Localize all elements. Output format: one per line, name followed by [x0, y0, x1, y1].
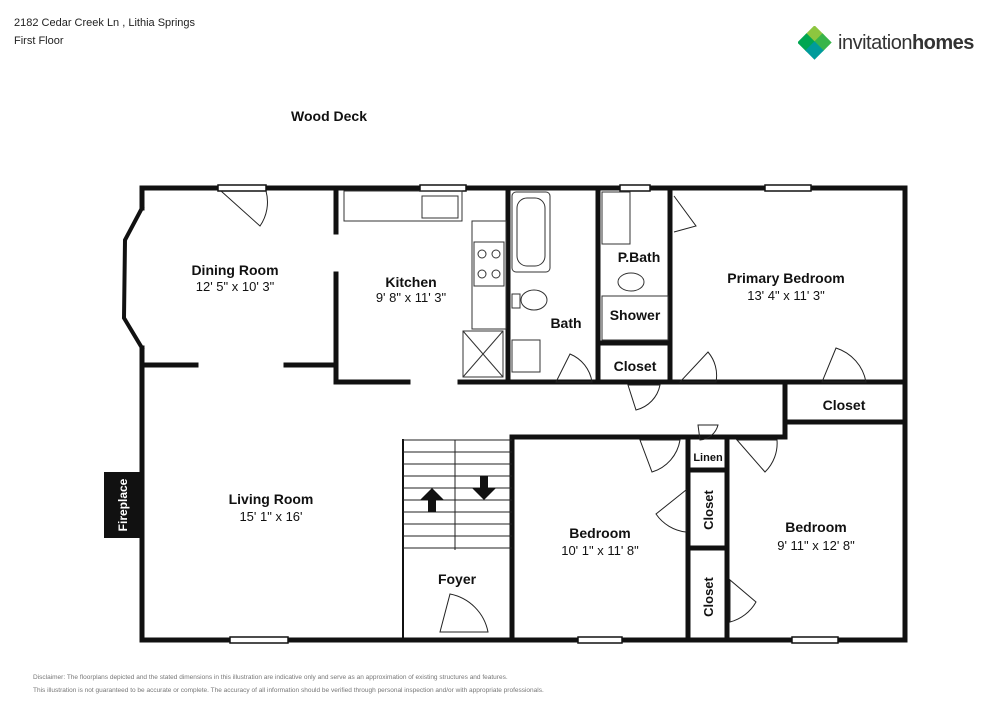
disclaimer-line-2: This illustration is not guaranteed to b… [33, 687, 544, 694]
door-closet-pbath [678, 351, 718, 383]
door-dining [220, 190, 268, 227]
kitchen-sink [421, 195, 459, 219]
stair-arrows [420, 476, 496, 512]
bedroom2-dims: 9' 11" x 12' 8" [777, 538, 855, 553]
bedroom2-name: Bedroom [785, 519, 846, 535]
door-closet-v2 [729, 578, 757, 623]
pbath-name: P.Bath [618, 249, 661, 265]
door-foyer [439, 593, 489, 633]
logo-mark-icon [798, 26, 832, 60]
window-kitchen [419, 184, 467, 192]
closet-primary-name: Closet [823, 397, 866, 413]
exterior-wall-top-right [139, 185, 908, 643]
brand-name-part1: invitation [838, 31, 912, 54]
disclaimer-line-1: Disclaimer: The floorplans depicted and … [33, 674, 508, 681]
staircase [403, 439, 512, 550]
brand-name-part2: homes [911, 31, 974, 54]
stair-down-arrow-icon [472, 476, 496, 500]
door-bedroom2 [735, 439, 778, 473]
window-primary [764, 184, 812, 192]
foyer-name: Foyer [438, 571, 477, 587]
primary-name: Primary Bedroom [727, 270, 844, 286]
shower-name: Shower [610, 307, 661, 323]
exterior-wall-left [139, 185, 406, 643]
door-pbath [673, 195, 697, 233]
sink-bath [511, 339, 541, 373]
fireplace-label: Fireplace [116, 478, 130, 531]
kitchen-counter [343, 190, 463, 222]
window-bedroom2 [791, 636, 839, 644]
bath-name: Bath [550, 315, 581, 331]
kitchen-dims: 9' 8" x 11' 3" [376, 290, 447, 305]
stove [473, 241, 505, 287]
living-dims: 15' 1" x 16' [239, 509, 302, 524]
dining-name: Dining Room [191, 262, 278, 278]
window-dining [217, 184, 267, 192]
dining-dims: 12' 5" x 10' 3" [196, 279, 275, 294]
linen-name: Linen [693, 452, 723, 464]
shower-stall [601, 295, 669, 341]
brand-logo: invitationhomes [798, 26, 974, 60]
window-pbath [619, 184, 651, 192]
door-bedroom1 [639, 439, 681, 473]
pantry [462, 330, 504, 378]
bedroom1-dims: 10' 1" x 11' 8" [561, 543, 639, 558]
door-linen [697, 424, 719, 441]
stair-up-arrow-icon [420, 488, 444, 512]
door-primary [821, 347, 867, 383]
door-hall [627, 384, 661, 411]
bedroom1-name: Bedroom [569, 525, 630, 541]
bay-window-wall [121, 205, 145, 351]
address-text: 2182 Cedar Creek Ln , Lithia Springs [14, 17, 195, 29]
door-closet-v1 [655, 488, 687, 533]
fireplace-block [104, 472, 142, 538]
closet-v1-name: Closet [701, 489, 716, 529]
toilet-bath [520, 289, 548, 311]
window-bedroom1 [577, 636, 623, 644]
primary-dims: 13' 4" x 11' 3" [747, 288, 825, 303]
closet-dividers [685, 467, 730, 551]
kitchen-wall-left [333, 185, 411, 385]
hallway-wall-bottom [509, 419, 788, 440]
door-bath [555, 353, 593, 383]
bathtub [511, 191, 551, 273]
window-living [229, 636, 289, 644]
toilet-pbath [617, 272, 645, 292]
sink-pbath [601, 191, 631, 245]
kitchen-name: Kitchen [385, 274, 436, 290]
closet-pbath-name: Closet [614, 358, 657, 374]
brand-name: invitationhomes [838, 32, 974, 55]
closet-v2-name: Closet [701, 576, 716, 616]
floor-label: First Floor [14, 35, 64, 47]
kitchen-counter-side [471, 220, 507, 330]
living-name: Living Room [229, 491, 314, 507]
deck-label: Wood Deck [291, 108, 367, 124]
